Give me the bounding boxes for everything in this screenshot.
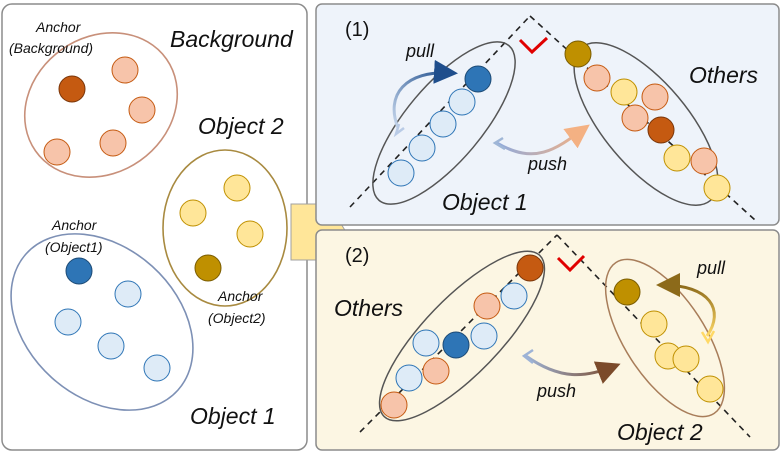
panel2-object-label: Object 2	[617, 419, 703, 445]
panel1-others-point	[641, 83, 669, 111]
panel2-others-ellipse	[378, 250, 546, 422]
panel1-others-point	[621, 104, 649, 132]
panel2-others-point	[412, 329, 440, 357]
panel2-pull-label: pull	[696, 258, 726, 278]
panel2-others-point	[470, 322, 498, 350]
right-angle-icon	[518, 36, 549, 55]
object1-label: Object 1	[190, 403, 276, 429]
panel1-object-point	[387, 159, 415, 187]
panel-1	[315, 3, 780, 226]
panel2-others-point	[500, 282, 528, 310]
object2-cluster-ellipse	[162, 149, 288, 307]
panel2-number: (2)	[345, 245, 369, 267]
object2-point	[223, 174, 251, 202]
panel1-pull-arrow	[392, 59, 458, 129]
anchor-object1-label: Anchor	[51, 217, 98, 233]
panel1-object-point	[429, 110, 457, 138]
panel1-others-point	[703, 174, 731, 202]
panel1-others-point	[663, 144, 691, 172]
panel2-object-point	[696, 375, 724, 403]
panel2-pull-arrow-tail	[700, 330, 716, 345]
object1-point	[143, 354, 171, 382]
anchor-background-label-paren: (Background)	[9, 40, 93, 56]
anchor-object2-label: Anchor	[217, 288, 264, 304]
anchor-object2-label-paren: (Object2)	[208, 310, 266, 326]
panel2-pull-arrow	[656, 273, 716, 337]
object1-anchor-point	[65, 257, 93, 285]
background-cluster-ellipse	[23, 32, 179, 178]
object2-point	[179, 199, 207, 227]
panel1-object-point	[448, 88, 476, 116]
object2-point	[236, 220, 264, 248]
panel1-object-point	[408, 134, 436, 162]
panel1-anchor-point	[464, 65, 492, 93]
panel2-others-anchor-background	[516, 254, 544, 282]
anchor-background-label: Anchor	[35, 19, 82, 35]
object1-cluster-ellipse	[10, 233, 194, 411]
panel2-object-point	[640, 310, 668, 338]
background-point	[43, 138, 71, 166]
panel2-push-arrow	[525, 354, 621, 384]
background-label: Background	[170, 26, 294, 52]
panel2-others-label: Others	[334, 295, 404, 321]
background-point	[128, 96, 156, 124]
object1-point	[54, 308, 82, 336]
panel1-pull-arrow-tail	[393, 123, 405, 138]
panel1-others-anchor-background	[647, 116, 675, 144]
panel2-object-ellipse	[604, 258, 726, 418]
panel2-others-point	[395, 364, 423, 392]
panel1-others-label: Others	[689, 62, 759, 88]
right-angle-icon-2	[556, 254, 586, 273]
panel2-separator-line-2	[556, 234, 751, 438]
background-anchor-point	[58, 75, 86, 103]
panel2-others-point	[422, 357, 450, 385]
panel2-others-anchor-object1	[442, 331, 470, 359]
panel2-anchor-point	[613, 278, 641, 306]
panel2-others-point	[380, 391, 408, 419]
panel1-push-arrow	[496, 124, 590, 156]
object1-point	[114, 280, 142, 308]
panel1-pull-label: pull	[405, 41, 435, 61]
object2-label: Object 2	[198, 113, 284, 139]
panel1-others-anchor-object2	[564, 40, 592, 68]
object2-anchor-point	[194, 254, 222, 282]
background-point	[99, 129, 127, 157]
object1-point	[97, 332, 125, 360]
panel1-object-ellipse	[372, 41, 516, 205]
panel1-object-label: Object 1	[442, 189, 528, 215]
panel2-others-point	[473, 292, 501, 320]
background-point	[111, 56, 139, 84]
anchor-object1-label-paren: (Object1)	[45, 239, 103, 255]
panel1-push-label: push	[527, 154, 567, 174]
panel2-push-label: push	[536, 381, 576, 401]
panel2-object-point	[672, 345, 700, 373]
panel1-others-point	[583, 64, 611, 92]
panel1-push-arrow-tail	[492, 136, 506, 151]
panel2-push-arrow-tail	[521, 348, 534, 364]
panel1-number: (1)	[345, 19, 369, 41]
panel1-others-point	[610, 78, 638, 106]
panel1-others-point	[690, 147, 718, 175]
